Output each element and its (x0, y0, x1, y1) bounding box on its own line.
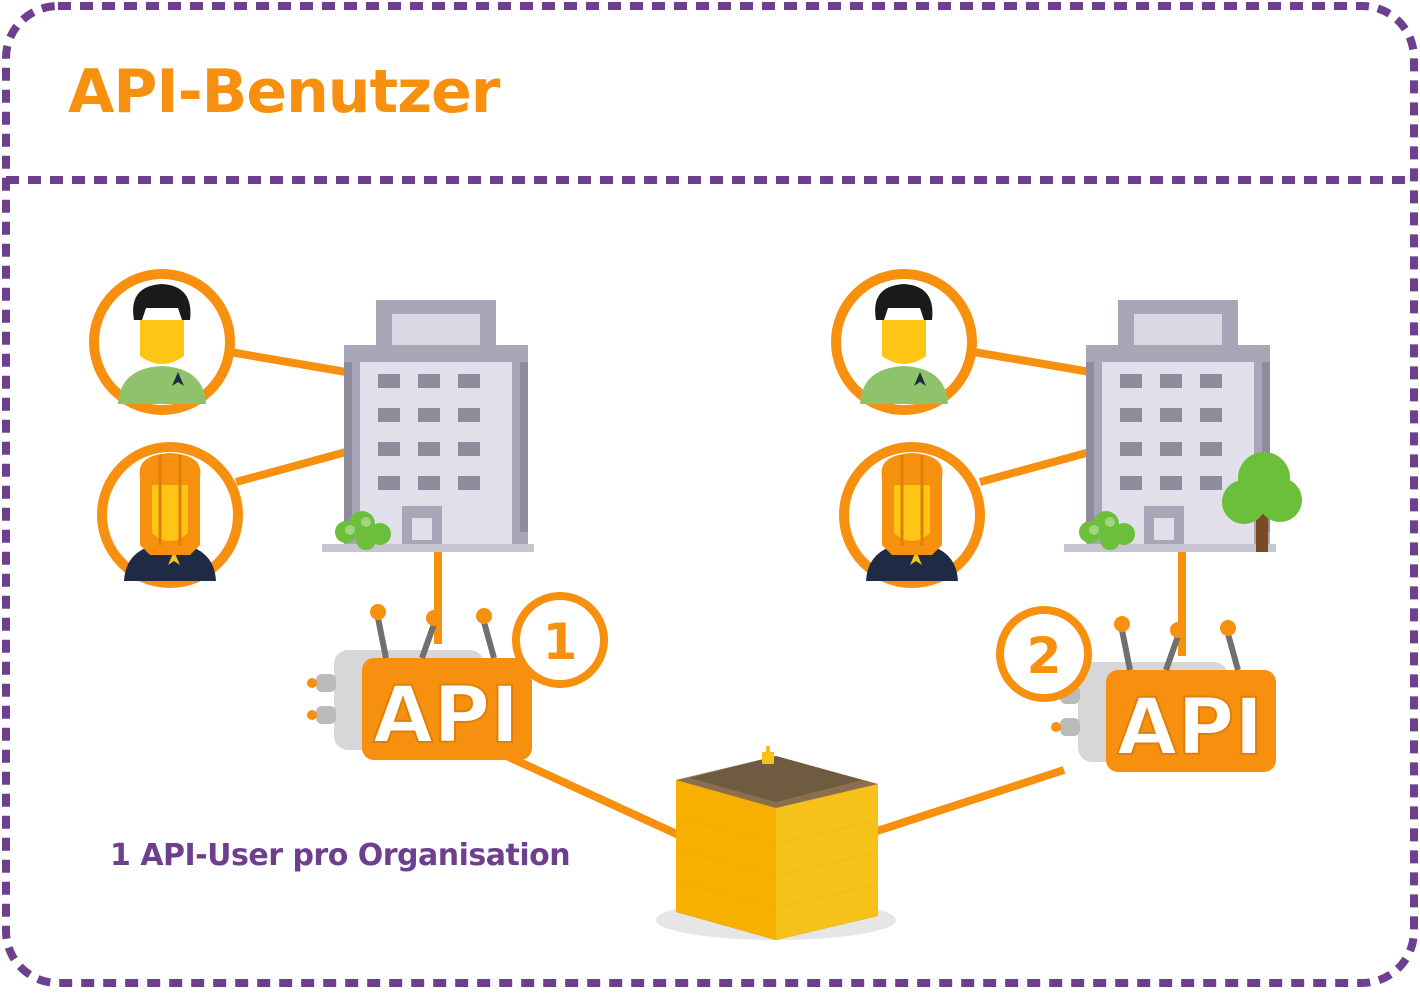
user-icon (836, 274, 972, 410)
tree-icon (1222, 452, 1302, 552)
user-icon (102, 447, 238, 583)
caption-text: 1 API-User pro Organisation (110, 838, 571, 873)
badge-2: 2 (996, 606, 1092, 702)
page-title: API-Benutzer (68, 57, 500, 127)
api-gateway-icon: API (307, 604, 532, 761)
api-gateway-label: API (1117, 683, 1264, 773)
database-icon (656, 746, 896, 940)
badge-number: 2 (1027, 627, 1062, 685)
user-icon (844, 447, 980, 583)
user-icon (94, 274, 230, 410)
badge-1: 1 (512, 592, 608, 688)
api-gateway-label: API (373, 671, 520, 761)
badge-number: 1 (543, 613, 578, 671)
api-gateway-icon: API (1051, 616, 1276, 773)
